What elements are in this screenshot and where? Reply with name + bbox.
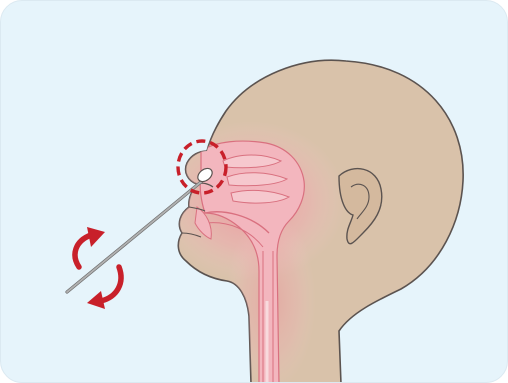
illustration-card <box>0 0 508 383</box>
swab-illustration <box>1 1 508 383</box>
